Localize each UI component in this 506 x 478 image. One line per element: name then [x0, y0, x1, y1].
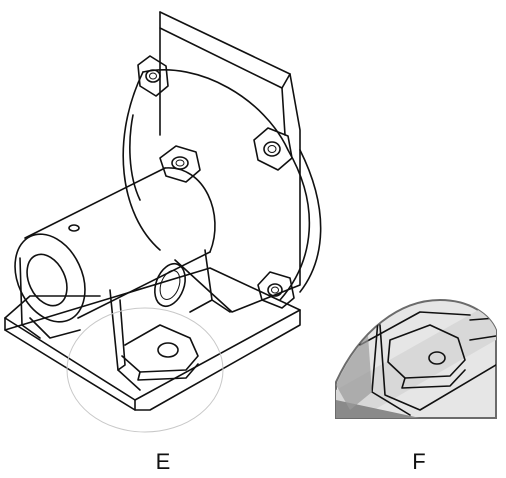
base-plate [4, 267, 301, 411]
support-web [109, 249, 231, 391]
mounting-tab [121, 324, 199, 381]
lug-top-left [137, 55, 169, 97]
lug-right [253, 127, 293, 171]
rear-flange-plate [159, 11, 301, 313]
detail-callout-circle [66, 307, 224, 433]
detail-view-f [335, 298, 497, 419]
main-cylinder [14, 167, 216, 339]
label-e: E [155, 449, 171, 474]
housing-drawing [4, 11, 322, 411]
front-foot [29, 317, 81, 339]
rear-disc [122, 69, 322, 301]
lug-bottom-right [257, 271, 295, 309]
label-f: F [412, 449, 426, 474]
